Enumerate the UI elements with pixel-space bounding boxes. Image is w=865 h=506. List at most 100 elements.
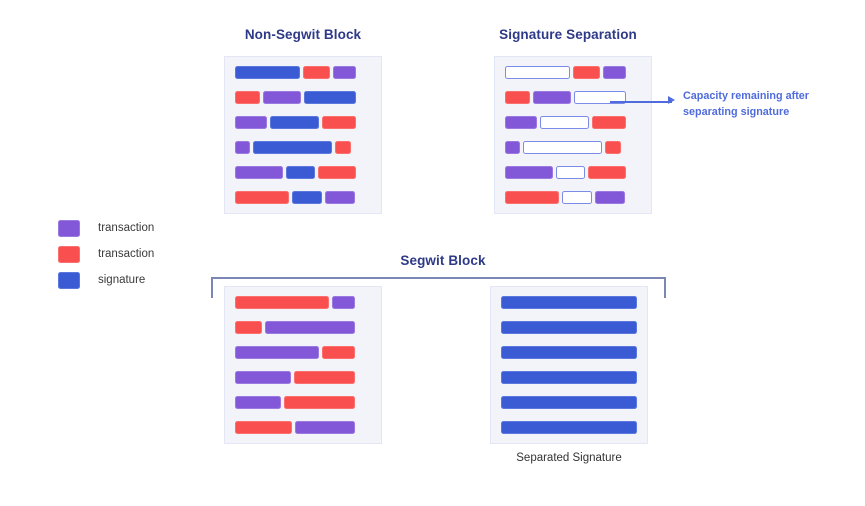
signature-separation-purple-block: [505, 116, 538, 129]
segwit-transactions-rows: [235, 296, 371, 434]
segwit-red-block: [235, 296, 329, 309]
separated-signature-row: [501, 346, 637, 359]
signature-separation-red-block: [505, 91, 530, 104]
legend-label-transaction-red: transaction: [98, 248, 155, 260]
annotation-arrow-line: [610, 101, 672, 103]
signature-separation-hollow-block: [574, 91, 626, 104]
segwit-transactions-panel: [224, 286, 382, 444]
segwit-bracket-top: [211, 277, 666, 279]
legend-label-transaction-purple: transaction: [98, 222, 155, 234]
legend-item: transaction: [58, 245, 154, 263]
signature-separation-red-block: [592, 116, 626, 129]
non-segwit-free-space: [359, 91, 371, 104]
non-segwit-purple-block: [324, 191, 355, 204]
non-segwit-red-block: [322, 116, 356, 129]
separated-signature-row: [501, 321, 637, 334]
segwit-red-block: [235, 321, 263, 334]
segwit-free-space: [358, 346, 371, 359]
signature-separation-free-space: [629, 116, 641, 129]
non-segwit-red-block: [302, 66, 331, 79]
signature-separation-row: [505, 116, 641, 129]
segwit-row: [235, 396, 371, 409]
signature-separation-rows: [505, 66, 641, 204]
separated-signature-row: [501, 396, 637, 409]
signature-separation-purple-block: [603, 66, 626, 79]
legend-item: signature: [58, 271, 154, 289]
non-segwit-row: [235, 66, 371, 79]
non-segwit-block-title: Non-Segwit Block: [244, 27, 362, 42]
segwit-free-space: [358, 396, 371, 409]
non-segwit-red-block: [334, 141, 352, 154]
segwit-free-space: [358, 321, 371, 334]
non-segwit-free-space: [359, 66, 371, 79]
signature-separation-red-block: [505, 191, 560, 204]
signature-separation-purple-block: [505, 141, 521, 154]
separated-signature-blue-block: [501, 421, 637, 434]
non-segwit-blue-block: [304, 91, 356, 104]
non-segwit-row: [235, 191, 371, 204]
non-segwit-red-block: [317, 166, 356, 179]
segwit-row: [235, 421, 371, 434]
signature-separation-purple-block: [505, 166, 553, 179]
segwit-red-block: [235, 421, 293, 434]
separated-signature-panel: [490, 286, 648, 444]
separated-signature-row: [501, 296, 637, 309]
signature-separation-purple-block: [594, 191, 625, 204]
non-segwit-block-panel: [224, 56, 382, 214]
separated-signature-blue-block: [501, 321, 637, 334]
signature-separation-free-space: [624, 141, 641, 154]
signature-separation-purple-block: [532, 91, 572, 104]
signature-separation-row: [505, 141, 641, 154]
non-segwit-row: [235, 91, 371, 104]
segwit-purple-block: [235, 346, 319, 359]
separated-signature-blue-block: [501, 371, 637, 384]
segwit-purple-block: [235, 396, 282, 409]
legend: transaction transaction signature: [58, 219, 154, 297]
separated-signature-blue-block: [501, 296, 637, 309]
signature-separation-free-space: [629, 166, 641, 179]
signature-separation-row: [505, 91, 641, 104]
segwit-red-block: [284, 396, 356, 409]
segwit-bracket-left-tick: [211, 277, 213, 298]
signature-separation-hollow-block: [540, 116, 590, 129]
non-segwit-free-space: [359, 166, 371, 179]
segwit-purple-block: [331, 296, 356, 309]
non-segwit-row: [235, 166, 371, 179]
separated-signature-caption: Separated Signature: [516, 452, 622, 464]
signature-separation-panel: [494, 56, 652, 214]
non-segwit-blue-block: [235, 66, 300, 79]
non-segwit-red-block: [235, 191, 290, 204]
signature-separation-hollow-block: [562, 191, 592, 204]
non-segwit-free-space: [359, 116, 371, 129]
signature-separation-title: Signature Separation: [499, 27, 637, 42]
signature-separation-row: [505, 166, 641, 179]
separated-signature-blue-block: [501, 396, 637, 409]
separated-signature-blue-block: [501, 346, 637, 359]
non-segwit-free-space: [354, 141, 371, 154]
signature-separation-hollow-block: [505, 66, 570, 79]
signature-separation-row: [505, 191, 641, 204]
non-segwit-free-space: [358, 191, 371, 204]
segwit-purple-block: [295, 421, 356, 434]
non-segwit-purple-block: [235, 166, 283, 179]
legend-swatch-transaction-purple: [58, 219, 80, 237]
legend-label-signature: signature: [98, 274, 146, 286]
separated-signature-rows: [501, 296, 637, 434]
signature-separation-free-space: [629, 66, 641, 79]
annotation-arrow-head-icon: [668, 96, 675, 104]
segwit-red-block: [294, 371, 356, 384]
signature-separation-red-block: [572, 66, 601, 79]
non-segwit-purple-block: [235, 141, 251, 154]
segwit-bracket-right-tick: [664, 277, 666, 298]
segwit-red-block: [321, 346, 356, 359]
signature-separation-red-block: [604, 141, 622, 154]
segwit-block-title: Segwit Block: [400, 253, 486, 268]
separated-signature-row: [501, 371, 637, 384]
signature-separation-row: [505, 66, 641, 79]
capacity-annotation-text: Capacity remaining after separating sign…: [683, 90, 810, 118]
segwit-row: [235, 296, 371, 309]
signature-separation-red-block: [587, 166, 626, 179]
segwit-free-space: [358, 371, 371, 384]
non-segwit-rows: [235, 66, 371, 204]
